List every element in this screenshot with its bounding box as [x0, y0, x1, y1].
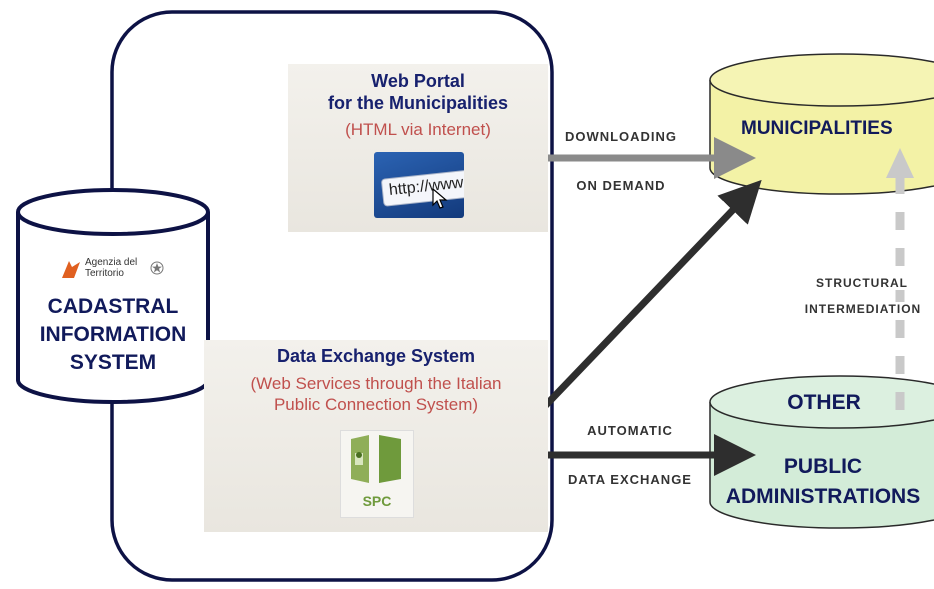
browser-address-icon: http://www	[374, 152, 464, 218]
municipalities-database-cylinder	[709, 53, 934, 195]
downloading-label: DOWNLOADING	[564, 129, 678, 144]
spc-logo-icon: SPC	[340, 430, 414, 518]
other-pa-line2: PUBLIC	[783, 455, 863, 478]
republic-emblem-icon	[150, 261, 164, 275]
data-exchange-title: Data Exchange System	[276, 346, 476, 366]
on-demand-label: ON DEMAND	[576, 178, 666, 193]
cadastral-line2: INFORMATION	[39, 323, 187, 346]
data-exchange-label: DATA EXCHANGE	[568, 472, 692, 487]
browser-address-text: http://www	[388, 174, 464, 200]
cadastral-database-cylinder	[16, 188, 210, 404]
other-pa-line3: ADMINISTRATIONS	[725, 485, 921, 508]
cadastral-line3: SYSTEM	[69, 351, 157, 374]
cursor-icon	[432, 187, 450, 215]
web-portal-box: Web Portal for the Municipalities (HTML …	[288, 64, 548, 232]
spc-label: SPC	[362, 493, 392, 509]
agenzia-logo-line2: Territorio	[85, 268, 124, 279]
data-exchange-subtitle-line1: (Web Services through the Italian	[250, 374, 502, 393]
cadastral-line1: CADASTRAL	[47, 295, 179, 318]
agenzia-logo-line1: Agenzia del	[85, 257, 138, 268]
structural-label: STRUCTURAL	[798, 276, 926, 290]
intermediation-label: INTERMEDIATION	[794, 302, 932, 316]
data-exchange-subtitle-line2: Public Connection System)	[273, 395, 479, 414]
web-portal-subtitle: (HTML via Internet)	[345, 120, 491, 139]
other-pa-line1: OTHER	[787, 391, 861, 414]
municipalities-label: MUNICIPALITIES	[741, 118, 893, 139]
diagonal-exchange-arrow	[489, 179, 762, 463]
structural-intermediation-arrow	[886, 148, 914, 410]
web-portal-title-line1: Web Portal	[371, 71, 465, 91]
web-portal-title-line2: for the Municipalities	[327, 93, 509, 113]
automatic-label: AUTOMATIC	[587, 423, 673, 438]
other-pa-database-cylinder	[709, 375, 934, 529]
agenzia-logo-icon	[60, 258, 82, 280]
data-exchange-box: Data Exchange System (Web Services throu…	[204, 340, 548, 532]
agenzia-logo: Agenzia del Territorio	[60, 255, 170, 285]
